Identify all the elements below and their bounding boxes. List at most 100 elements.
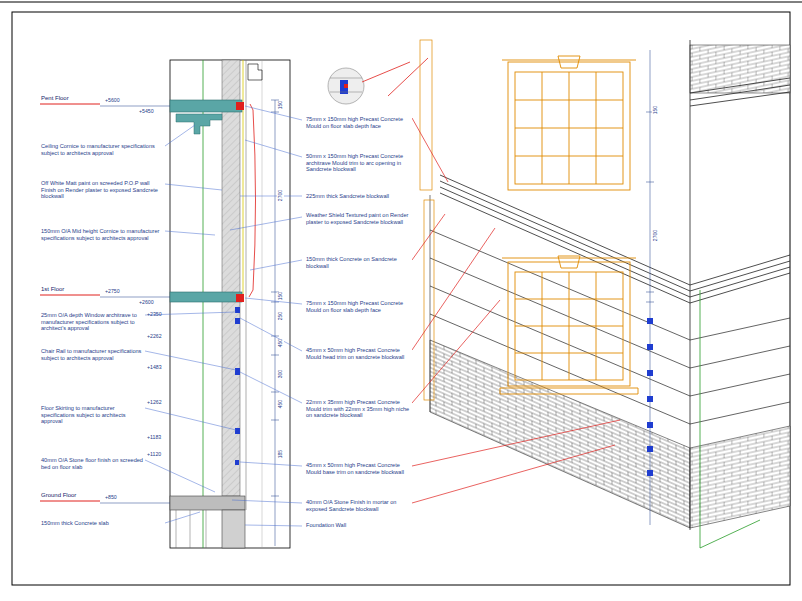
drawing-rect xyxy=(235,428,240,434)
drawing-rect xyxy=(222,510,245,548)
level-value: +5450 xyxy=(138,108,170,115)
callout-text: Ceiling Cornice to manufacturer specific… xyxy=(40,143,164,156)
drawing-line xyxy=(40,501,100,502)
dimension-value: 2700 xyxy=(652,230,659,241)
drawing-rect xyxy=(647,422,653,428)
dimension-value: 300 xyxy=(277,370,284,378)
callout-text: 22mm x 35mm high Precast Concrete Mould … xyxy=(305,399,412,419)
drawing-rect xyxy=(170,496,245,510)
level-value: +2600 xyxy=(138,299,170,306)
drawing-line xyxy=(430,195,431,412)
wall-section xyxy=(170,60,290,548)
callout-text: 25mm O/A depth Window architrave to manu… xyxy=(40,312,144,332)
level-value: +1183 xyxy=(146,434,174,441)
level-name: Ground Floor xyxy=(40,492,102,499)
level-value: +2262 xyxy=(146,333,174,340)
callout-text: 150mm O/A Mid height Cornice to manufact… xyxy=(40,228,164,241)
drawing-rect xyxy=(235,318,240,324)
drawing-line xyxy=(275,100,276,546)
callout-text: 50mm x 150mm high Precast Concrete archi… xyxy=(305,153,412,173)
callout-text: 225mm thick Sandcrete blockwall xyxy=(305,193,412,200)
callout-text: Floor Skirting to manufacturer specifica… xyxy=(40,405,144,425)
drawing-g xyxy=(647,318,653,476)
callout-text: 40mm O/A Stone Finish in mortar on expos… xyxy=(305,499,412,512)
drawing-path xyxy=(500,258,638,394)
drawing-path xyxy=(646,112,654,302)
dimension-value: 150 xyxy=(277,292,284,300)
drawing-rect xyxy=(508,62,630,190)
leader-lines xyxy=(412,118,620,503)
drawing-line xyxy=(100,106,170,107)
drawing-rect xyxy=(647,318,653,324)
drawing-rect xyxy=(236,294,244,302)
callout-text: 40mm O/A Stone floor finish on screeded … xyxy=(40,457,144,470)
callout-text: Off White Matt paint on screeded P.O.P w… xyxy=(40,180,164,200)
drawing-line xyxy=(262,60,263,548)
drawing-path xyxy=(690,78,790,106)
level-name: 1st Floor xyxy=(40,286,102,293)
drawing-path xyxy=(558,56,580,68)
dimension-value: 450 xyxy=(277,400,284,408)
drawing-path xyxy=(515,72,623,184)
level-value: +2750 xyxy=(104,288,140,295)
drawing-rect xyxy=(236,102,244,110)
drawing-path xyxy=(176,510,206,548)
drawing-rect xyxy=(222,60,240,496)
drawing-line xyxy=(650,50,651,525)
drawing-polygon xyxy=(690,426,790,528)
callout-text: Weather Shield Textured paint on Render … xyxy=(305,212,412,225)
level-value: +1483 xyxy=(146,364,174,371)
drawing-line xyxy=(388,58,428,96)
drawing-rect xyxy=(170,60,290,548)
drawing-path xyxy=(412,118,620,503)
drawing-rect xyxy=(647,470,653,476)
drawing-rect xyxy=(235,368,240,375)
level-lines xyxy=(40,104,170,503)
callout-text: 75mm x 150mm high Precast Concrete Mould… xyxy=(305,300,412,313)
drawing-line xyxy=(40,104,100,105)
callout-text: 150mm thick Concrete slab xyxy=(40,520,164,527)
drawing-line xyxy=(40,295,100,296)
callout-text: 150mm thick Concrete on Sandcrete blockw… xyxy=(305,256,412,269)
drawing-line xyxy=(100,503,170,504)
dimension-value: 250 xyxy=(277,312,284,320)
drawing-rect xyxy=(515,72,623,184)
drawing-rect xyxy=(12,12,790,585)
drawing-line xyxy=(700,290,701,548)
drawing-path xyxy=(690,255,790,303)
dimension-value: 150 xyxy=(277,101,284,109)
level-value: +1120 xyxy=(146,451,174,458)
drawing-line xyxy=(203,60,204,548)
drawing-path xyxy=(690,318,790,424)
leader-lines xyxy=(145,106,302,526)
level-value: +1262 xyxy=(146,399,174,406)
dimension-value: 450 xyxy=(277,339,284,347)
drawing-line xyxy=(100,297,170,298)
drawing-path xyxy=(440,175,690,303)
drawing-path xyxy=(249,104,256,297)
drawing-polygon xyxy=(430,340,690,528)
drawing-rect xyxy=(647,344,653,350)
drawing-g xyxy=(235,307,240,465)
level-name: Pent Floor xyxy=(40,95,102,102)
drawing-rect xyxy=(647,370,653,376)
building-elevation xyxy=(420,40,790,548)
drawing-line xyxy=(246,60,247,510)
drawing-rect xyxy=(344,84,348,88)
detail-circle xyxy=(328,58,428,104)
drawing-g xyxy=(500,256,638,394)
drawing-rect xyxy=(515,272,623,380)
callout-text: Foundation Wall xyxy=(305,522,412,529)
dimension-value: 185 xyxy=(277,450,284,458)
callout-text: 75mm x 150mm high Precast Concrete Mould… xyxy=(305,116,412,129)
drawing-line xyxy=(243,60,244,296)
drawing-path xyxy=(515,272,623,380)
drawing-path xyxy=(502,60,636,61)
drawing-rect xyxy=(235,460,239,465)
drawing-line xyxy=(362,62,410,82)
drawing-rect xyxy=(170,292,242,302)
drawing-rect xyxy=(647,446,653,452)
drawing-line xyxy=(700,520,760,548)
drawing-rect xyxy=(647,396,653,402)
